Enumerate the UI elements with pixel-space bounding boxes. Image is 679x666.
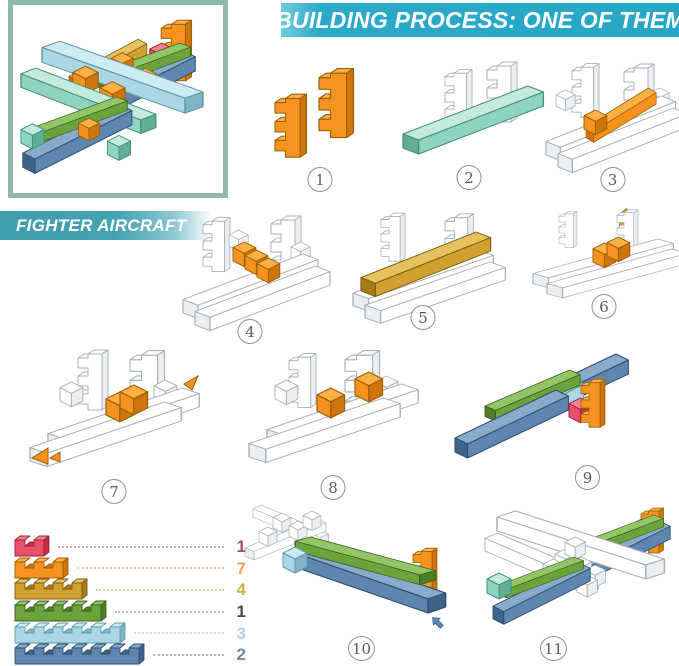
step-6-figure [533,207,679,298]
quantity-label: 1 [236,602,246,622]
step-10-figure [245,505,446,631]
step-number: 5 [410,305,436,330]
step-number: 2 [456,165,482,190]
legend-row: 1 [14,535,246,558]
slide-arrow-icon [48,451,61,463]
dotted-leader [115,610,224,613]
step-8: 8 [245,346,421,502]
blue-brick-icon [14,643,145,665]
step-11: 11 [485,505,679,663]
step-5: 5 [353,210,506,332]
step-3-figure [546,63,679,173]
step-9-figure [455,354,629,458]
step-number: 4 [237,319,263,344]
step-number: 6 [591,294,617,319]
green-brick-icon [14,600,107,622]
dotted-leader [153,653,224,656]
step-number: 1 [307,167,333,192]
step-6: 6 [533,205,679,321]
step-11-figure [485,508,671,625]
page-title: BUILDING PROCESS: ONE OF THEM [275,6,679,33]
slide-arrow-icon [183,374,200,391]
red-brick-icon [14,535,50,557]
quantity-label: 3 [236,623,246,643]
step-number: 3 [600,167,625,192]
step-8-figure [249,350,419,463]
dotted-leader [96,588,224,591]
step-number: 8 [320,475,346,500]
completed-model-figure [20,20,203,174]
cyan-brick-icon [14,622,126,644]
dotted-leader [77,567,224,570]
step-2-figure [403,62,544,154]
legend-row: 4 [14,579,246,601]
step-2: 2 [393,58,545,192]
completed-model-frame [8,0,228,198]
legend-row: 1 [14,600,246,623]
legend-row: 3 [14,622,246,644]
legend-row: 2 [14,643,246,666]
step-1-figure [275,68,354,158]
aircraft-banner: FIGHTER AIRCRAFT [0,211,212,240]
step-number: 9 [575,465,600,490]
quantity-label: 7 [236,558,246,578]
step-3: 3 [546,60,679,194]
quantity-label: 4 [236,580,246,600]
product-name: FIGHTER AIRCRAFT [16,215,187,235]
step-4: 4 [183,212,330,346]
legend-row: 7 [14,557,246,580]
step-number: 7 [101,479,127,504]
step-number: 10 [348,636,376,661]
quantity-label: 1 [236,537,246,557]
dotted-leader [134,632,224,635]
dotted-leader [58,545,224,548]
slide-arrow-icon [30,447,49,465]
step-10: 10 [245,505,446,663]
step-7-figure [30,350,200,467]
step-7: 7 [26,346,202,506]
step-1: 1 [255,56,385,194]
orange-brick-icon [14,557,69,579]
parts-legend: 1 7 [14,535,246,666]
gold-brick-icon [14,579,88,600]
step-4-figure [183,216,330,331]
step-number: 11 [540,636,568,661]
step-5-figure [353,213,506,324]
title-banner: BUILDING PROCESS: ONE OF THEM [275,3,679,37]
quantity-label: 2 [236,645,246,665]
step-9: 9 [455,350,631,492]
slide-arrow-icon [429,613,446,631]
